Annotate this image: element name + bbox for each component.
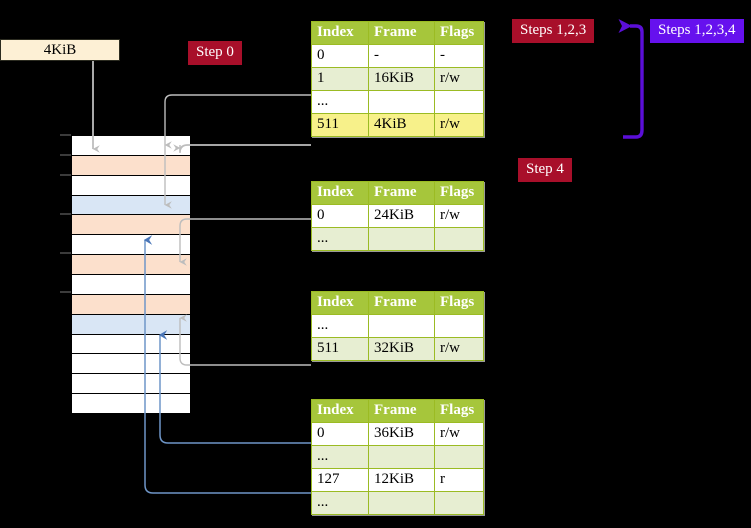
table-header-row: Index Frame Flags	[311, 181, 484, 205]
cell-flags: r/w	[434, 337, 484, 361]
cell-frame	[368, 227, 435, 251]
physical-memory-grid	[71, 135, 191, 414]
table-row: 127 12KiB r	[311, 468, 484, 492]
table-row: ...	[311, 314, 484, 338]
pd-table: Index Frame Flags ... 511 32KiB r/w	[311, 291, 484, 361]
cell-flags	[434, 491, 484, 515]
column-header-index: Index	[311, 21, 369, 45]
connector-pml4-row511-arrow	[173, 144, 311, 154]
column-header-frame: Frame	[368, 21, 435, 45]
table-row: 1 16KiB r/w	[311, 67, 484, 91]
table-row: ...	[311, 227, 484, 251]
step4-badge: Step 4	[518, 158, 572, 182]
cell-flags	[434, 227, 484, 251]
steps-123-label: Steps 1,2,3	[520, 22, 587, 38]
step0-badge: Step 0	[188, 41, 242, 65]
page-size-label: 4KiB	[43, 41, 77, 58]
memory-cell	[71, 274, 191, 295]
cell-index: 0	[311, 204, 369, 228]
connector-steps-hook-arrow	[618, 19, 644, 139]
cell-frame: 32KiB	[368, 337, 435, 361]
table-row: ...	[311, 90, 484, 114]
memory-cell	[71, 135, 191, 156]
table-header-row: Index Frame Flags	[311, 291, 484, 315]
cell-index: ...	[311, 90, 369, 114]
cell-flags	[434, 314, 484, 338]
cell-frame	[368, 491, 435, 515]
table-row: 0 - -	[311, 44, 484, 68]
memory-cell	[71, 194, 191, 216]
cell-flags: r/w	[434, 422, 484, 446]
page-size-box: 4KiB	[0, 39, 120, 61]
cell-index: ...	[311, 314, 369, 338]
memory-cell	[71, 373, 191, 395]
cell-flags: r/w	[434, 67, 484, 91]
memory-cell	[71, 353, 191, 375]
column-header-flags: Flags	[434, 181, 484, 205]
cell-frame: 4KiB	[368, 113, 435, 137]
column-header-index: Index	[311, 291, 369, 315]
cell-flags: r/w	[434, 113, 484, 137]
table-header-row: Index Frame Flags	[311, 21, 484, 45]
memory-cell	[71, 214, 191, 236]
cell-flags: r	[434, 468, 484, 492]
cell-frame	[368, 90, 435, 114]
cell-index: ...	[311, 445, 369, 469]
cell-frame	[368, 314, 435, 338]
memory-cell	[71, 313, 191, 335]
step4-label: Step 4	[526, 161, 564, 177]
table-row: 0 36KiB r/w	[311, 422, 484, 446]
table-header-row: Index Frame Flags	[311, 399, 484, 423]
cell-frame	[368, 445, 435, 469]
column-header-index: Index	[311, 181, 369, 205]
memory-tick-marks	[60, 134, 71, 293]
column-header-frame: Frame	[368, 291, 435, 315]
memory-cell	[71, 293, 191, 315]
cell-index: 1	[311, 67, 369, 91]
table-row: 0 24KiB r/w	[311, 204, 484, 228]
steps-1234-label: Steps 1,2,3,4	[658, 22, 736, 38]
memory-cell	[71, 393, 191, 414]
cell-flags	[434, 445, 484, 469]
memory-cell	[71, 234, 191, 256]
connector-pml4-row511-to-memory	[179, 144, 311, 153]
cell-index: 0	[311, 44, 369, 68]
cell-flags	[434, 90, 484, 114]
memory-cell	[71, 333, 191, 355]
table-row-highlighted: 511 4KiB r/w	[311, 113, 484, 137]
cell-frame: 24KiB	[368, 204, 435, 228]
connector-pd-row511-to-memory	[179, 314, 311, 366]
pdpt-table: Index Frame Flags 0 24KiB r/w ...	[311, 181, 484, 251]
cell-index: 0	[311, 422, 369, 446]
column-header-flags: Flags	[434, 291, 484, 315]
cell-frame: 36KiB	[368, 422, 435, 446]
memory-cell	[71, 254, 191, 275]
column-header-index: Index	[311, 399, 369, 423]
memory-cell	[71, 174, 191, 196]
cell-frame: 12KiB	[368, 468, 435, 492]
table-row: 511 32KiB r/w	[311, 337, 484, 361]
cell-frame: -	[368, 44, 435, 68]
column-header-flags: Flags	[434, 21, 484, 45]
pml4-table: Index Frame Flags 0 - - 1 16KiB r/w ...	[311, 21, 484, 137]
table-row: ...	[311, 445, 484, 469]
cell-index: 511	[311, 113, 369, 137]
cell-index: 511	[311, 337, 369, 361]
steps-123-badge: Steps 1,2,3	[512, 19, 595, 43]
cell-flags: -	[434, 44, 484, 68]
column-header-frame: Frame	[368, 399, 435, 423]
memory-cell	[71, 154, 191, 176]
connector-pdpt-row0-to-memory	[179, 218, 311, 266]
pt-table: Index Frame Flags 0 36KiB r/w ... 127 12…	[311, 399, 484, 515]
cell-index: 127	[311, 468, 369, 492]
column-header-flags: Flags	[434, 399, 484, 423]
cell-index: ...	[311, 227, 369, 251]
cell-frame: 16KiB	[368, 67, 435, 91]
cell-flags: r/w	[434, 204, 484, 228]
cell-index: ...	[311, 491, 369, 515]
steps-1234-badge: Steps 1,2,3,4	[650, 19, 744, 43]
column-header-frame: Frame	[368, 181, 435, 205]
step0-label: Step 0	[196, 44, 234, 60]
table-row: ...	[311, 491, 484, 515]
